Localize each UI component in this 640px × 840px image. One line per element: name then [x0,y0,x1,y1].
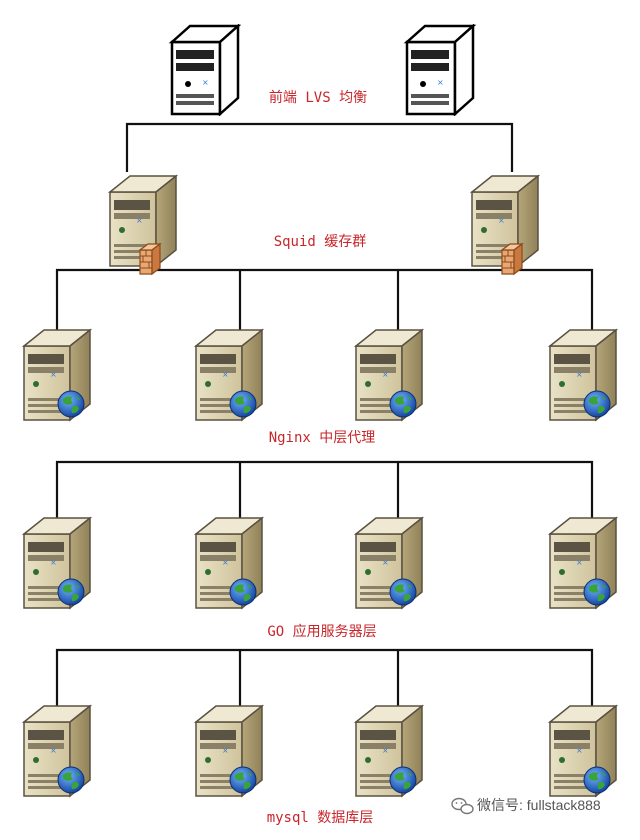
globe-icon [57,578,85,606]
globe-icon [57,766,85,794]
wechat-icon [451,797,474,815]
globe-icon [57,390,85,418]
watermark-text: 微信号: fullstack888 [477,797,601,813]
globe-icon [583,578,611,606]
firewall-icon [501,243,523,275]
tier-mysql [23,705,617,797]
lvs-server-icon [170,24,240,116]
lvs-connector [125,122,514,172]
firewall-icon [139,243,161,275]
tier-label-squid: Squid 缓存群 [274,234,367,250]
connector-lines [55,122,594,708]
globe-icon [389,766,417,794]
tier-nginx [23,329,617,421]
nginx-connector-bus [55,460,594,520]
globe-icon [583,390,611,418]
globe-icon [389,578,417,606]
lvs-server-icon [405,24,475,116]
tier-squid [109,175,539,275]
watermark: 微信号: fullstack888 [451,797,601,815]
globe-icon [389,390,417,418]
tier-go [23,517,617,609]
tier-label-go: GO 应用服务器层 [267,623,376,640]
go-connector-bus [55,648,594,708]
globe-icon [229,766,257,794]
tier-label-lvs: 前端 LVS 均衡 [269,89,367,106]
globe-icon [583,766,611,794]
squid-connector-bus [55,268,594,290]
globe-icon [229,390,257,418]
globe-icon [229,578,257,606]
tier-label-nginx: Nginx 中层代理 [269,430,376,446]
tier-label-mysql: mysql 数据库层 [267,810,374,826]
